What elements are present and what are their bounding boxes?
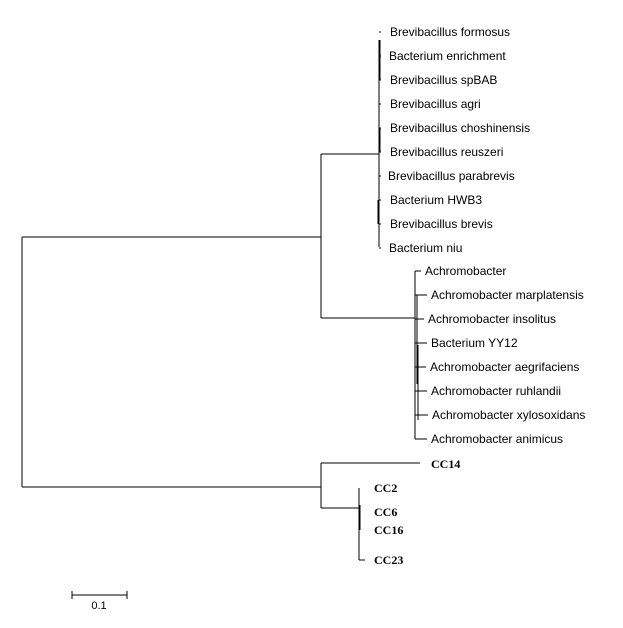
leaf-label: Achromobacter aegrifaciens: [430, 360, 579, 374]
leaf-label: CC23: [374, 553, 403, 567]
leaf-label: Brevibacillus choshinensis: [390, 121, 530, 135]
leaf-label: Brevibacillus brevis: [390, 217, 493, 231]
leaf-label: CC14: [431, 457, 460, 471]
leaf-label: Brevibacillus formosus: [390, 25, 510, 39]
tree-branches: [21, 31, 428, 561]
leaf-label: CC16: [374, 523, 403, 537]
leaf-label: Brevibacillus reuszeri: [390, 145, 503, 159]
leaf-label: Bacterium enrichment: [389, 49, 506, 63]
leaf-label: Brevibacillus agri: [390, 97, 481, 111]
leaf-label: CC2: [374, 481, 397, 495]
leaf-label: Achromobacter xylosoxidans: [432, 408, 585, 422]
leaf-label: Bacterium YY12: [431, 336, 518, 350]
leaf-label: Brevibacillus parabrevis: [388, 169, 515, 183]
leaf-label: Achromobacter: [425, 264, 506, 278]
leaf-label: Achromobacter ruhlandii: [431, 384, 561, 398]
leaf-label: Brevibacillus spBAB: [390, 73, 497, 87]
scale-bar: 0.1: [71, 591, 128, 612]
scale-bar-label: 0.1: [91, 600, 106, 612]
leaf-label: Achromobacter insolitus: [428, 312, 556, 326]
leaf-label: Achromobacter animicus: [431, 432, 563, 446]
leaf-label: Bacterium HWB3: [390, 193, 482, 207]
leaf-label: Bacterium niu: [389, 241, 462, 255]
leaf-label: Achromobacter marplatensis: [431, 288, 584, 302]
leaf-label: CC6: [374, 505, 397, 519]
